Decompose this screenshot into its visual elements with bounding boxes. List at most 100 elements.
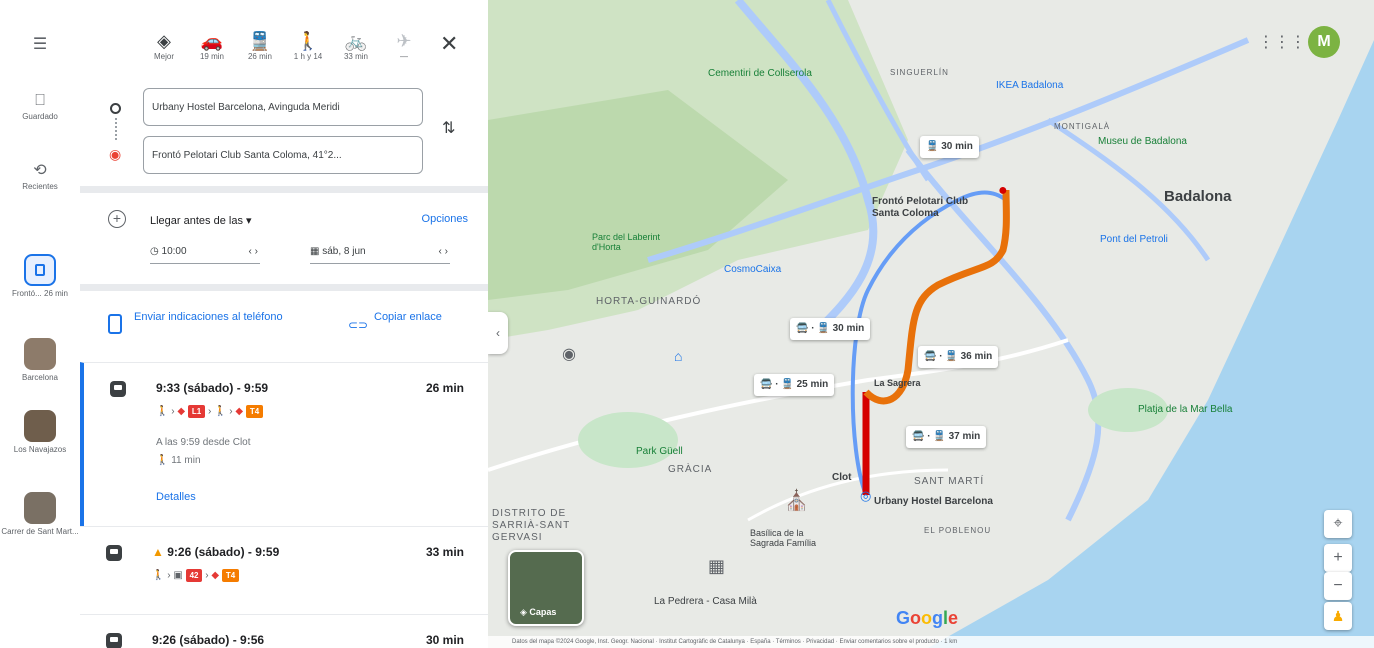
recent-item-label: Barcelona	[21, 373, 59, 382]
route-dots	[115, 118, 117, 140]
street-view-pegman[interactable]: ♟	[1324, 602, 1352, 630]
map-label-pont: Pont del Petroli	[1100, 234, 1168, 245]
walk-duration: 11 min	[171, 455, 201, 466]
line-badge: T4	[221, 569, 240, 582]
recent-item-barcelona[interactable]: Barcelona	[0, 338, 80, 382]
route-duration: 26 min	[425, 381, 464, 395]
map-label-sant-marti: SANT MARTÍ	[914, 476, 985, 487]
map-label-poblenou: EL POBLENOU	[924, 526, 992, 535]
send-to-phone-link[interactable]: Enviar indicaciones al teléfono	[134, 311, 283, 323]
destination-label[interactable]: Frontó Pelotari Club Santa Coloma	[872, 196, 969, 219]
mode-label: 33 min	[343, 52, 368, 61]
map-footer: Datos del mapa ©2024 Google, Inst. Geogr…	[488, 636, 1374, 648]
swap-icon[interactable]: ⇅	[442, 120, 456, 137]
metro-icon: ◆	[177, 406, 186, 418]
route-option[interactable]: 9:33 (sábado) - 9:59 26 min 🚶 › ◆ L1 › 🚶…	[80, 362, 488, 526]
directions-panel: ◈ Mejor 🚗 19 min 🚆 26 min 🚶 1 h y 14 🚲 3…	[80, 0, 488, 648]
recent-item-navajazos[interactable]: Los Navajazos	[0, 410, 80, 454]
time-stepper-icon[interactable]: ‹ ›	[248, 246, 258, 257]
collapse-panel-button[interactable]: ‹	[488, 312, 508, 354]
map-label-museu: Museu de Badalona	[1098, 136, 1187, 147]
route-option[interactable]: 9:26 (sábado) - 9:56 30 min	[80, 614, 488, 648]
my-location-button[interactable]: ⌖	[1324, 510, 1352, 538]
bookmark-icon: ⎕	[35, 92, 45, 109]
destination-pin-icon[interactable]: ●	[998, 182, 1008, 199]
link-icon: ⊂⊃	[348, 318, 369, 332]
route-time-chip[interactable]: 🚍 · 🚆 36 min	[918, 346, 999, 368]
home-pin-icon: ⌂	[674, 348, 683, 364]
map-label-sarria: DISTRITO DE SARRIÀ-SANT GERVASI	[492, 508, 571, 543]
map-label-platja: Platja de la Mar Bella	[1138, 404, 1233, 415]
apps-grid-icon[interactable]: ⋮⋮⋮	[1258, 34, 1306, 51]
zoom-out-button[interactable]: −	[1324, 572, 1352, 600]
map-label-badalona: Badalona	[1164, 188, 1232, 205]
mode-bike[interactable]: 🚲 33 min	[332, 30, 380, 61]
route-times: ▲ 9:26 (sábado) - 9:59	[152, 545, 279, 559]
account-avatar[interactable]: M	[1308, 26, 1340, 58]
map-label-gracia: GRÀCIA	[668, 464, 713, 475]
park-guell-label[interactable]: Park Güell	[636, 446, 683, 457]
copy-link-button[interactable]: Copiar enlace	[374, 311, 442, 323]
transit-icon	[24, 254, 56, 286]
clock-icon: ◷	[150, 246, 162, 257]
route-time-chip[interactable]: 🚍 · 🚆 25 min	[754, 374, 835, 396]
route-times: 9:26 (sábado) - 9:56	[152, 633, 265, 647]
church-icon: ⛪	[784, 490, 809, 512]
destination-pin-icon: ◉	[109, 146, 122, 162]
route-time-chip[interactable]: 🚍 · 🚆 37 min	[906, 426, 987, 448]
route-time-chip[interactable]: 🚆 30 min	[920, 136, 979, 158]
sagrera-label: La Sagrera	[874, 378, 921, 388]
map-graphic	[488, 0, 1374, 648]
map-label-ikea: IKEA Badalona	[996, 80, 1064, 91]
place-pin-icon: ◉	[562, 346, 576, 363]
mode-transit[interactable]: 🚆 26 min	[236, 30, 284, 61]
route-time-chip[interactable]: 🚍 · 🚆 30 min	[790, 318, 871, 340]
add-stop-icon[interactable]: +	[108, 210, 126, 228]
map-label-horta: HORTA-GUINARDÓ	[596, 296, 702, 307]
share-row: Enviar indicaciones al teléfono ⊂⊃ Copia…	[108, 306, 468, 346]
recent-item-carrer[interactable]: Carrer de Sant Mart...	[0, 492, 80, 536]
mode-car[interactable]: 🚗 19 min	[188, 30, 236, 61]
layers-button[interactable]: ◈ Capas	[508, 550, 584, 626]
transit-icon	[106, 633, 122, 648]
phone-icon	[108, 314, 122, 334]
time-input[interactable]: ◷ 10:00 ‹ ›	[150, 246, 260, 264]
origin-label[interactable]: Urbany Hostel Barcelona	[874, 496, 993, 507]
date-input[interactable]: ▦ sáb, 8 jun ‹ ›	[310, 246, 450, 264]
recent-button[interactable]: ⟲ Recientes	[0, 162, 80, 191]
mode-flight[interactable]: ✈ —	[380, 30, 428, 61]
place-thumbnail	[24, 410, 56, 442]
pegman-icon: ♟	[1331, 608, 1345, 624]
saved-button[interactable]: ⎕ Guardado	[0, 92, 80, 121]
menu-button[interactable]: ☰	[0, 36, 80, 56]
route-duration: 30 min	[425, 633, 464, 647]
map-label-montigala: MONTIGALÀ	[1054, 122, 1111, 131]
origin-input[interactable]	[143, 88, 423, 126]
zoom-in-button[interactable]: +	[1324, 544, 1352, 572]
arrive-by-dropdown[interactable]: Llegar antes de las ▾	[150, 215, 252, 227]
options-link[interactable]: Opciones	[421, 213, 468, 225]
mode-best[interactable]: ◈ Mejor	[140, 30, 188, 61]
pedrera-label[interactable]: La Pedrera - Casa Milà	[654, 596, 757, 607]
recent-item-fronto[interactable]: Frontó... 26 min	[0, 254, 80, 298]
time-date-row: ◷ 10:00 ‹ › ▦ sáb, 8 jun ‹ ›	[150, 246, 460, 264]
sagrada-familia-label[interactable]: Basílica de la Sagrada Família	[750, 528, 817, 548]
layers-label: ◈ Capas	[520, 607, 557, 617]
destination-input[interactable]	[143, 136, 423, 174]
details-link[interactable]: Detalles	[156, 491, 196, 503]
best-route-icon: ◈	[157, 31, 171, 51]
date-stepper-icon[interactable]: ‹ ›	[438, 246, 448, 257]
route-option[interactable]: ▲ 9:26 (sábado) - 9:59 33 min 🚶 › ▣ 42 ›…	[80, 526, 488, 614]
tram-icon: ◆	[211, 570, 220, 582]
map-label-laberint: Parc del Laberint d'Horta	[592, 232, 661, 252]
mode-label: 26 min	[247, 52, 272, 61]
calendar-icon: ▦	[310, 246, 323, 257]
recent-item-label: Los Navajazos	[13, 445, 67, 454]
mode-walk[interactable]: 🚶 1 h y 14	[284, 30, 332, 61]
mode-label: Mejor	[153, 52, 174, 61]
plus-icon: +	[1333, 549, 1343, 566]
close-directions-button[interactable]: ✕	[440, 31, 459, 56]
origin-marker-icon[interactable]: ◎	[860, 488, 872, 503]
line-badge: 42	[185, 569, 203, 582]
map-canvas[interactable]: ‹ Badalona HORTA-GUINARDÓ GRÀCIA SANT MA…	[488, 0, 1374, 648]
